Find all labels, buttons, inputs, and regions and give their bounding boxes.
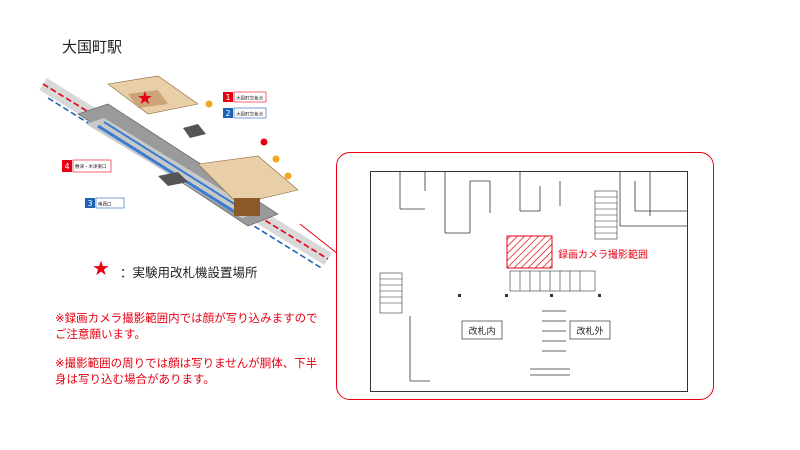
body-capture-notice: ※撮影範囲の周りでは顔は写りませんが胴体、下半 身は写り込む場合があります。 [55, 355, 340, 387]
svg-text:大国町交差点: 大国町交差点 [236, 111, 263, 118]
svg-text:3: 3 [87, 199, 92, 208]
notice-line: 身は写り込む場合があります。 [55, 372, 215, 386]
svg-text:1: 1 [225, 93, 230, 102]
gate-location-star-icon: ★ [137, 88, 153, 109]
gate-floor-plan: 録画カメラ撮影範囲 改札内 改札外 [370, 171, 688, 392]
legend-text: ：実験用改札機設置場所 [120, 265, 258, 280]
svg-text:4: 4 [64, 162, 69, 171]
exit-1-badge: 1 大国町交差点 [223, 91, 267, 103]
notice-line: ※撮影範囲の周りでは顔は写りませんが胴体、下半 [55, 356, 318, 370]
camera-range-area [506, 235, 553, 269]
exit-2-badge: 2 大国町交差点 [223, 107, 267, 119]
exit-3-badge: 3 南西口 [85, 197, 125, 209]
inside-gate-label: 改札内 [468, 325, 495, 337]
camera-notice: ※録画カメラ撮影範囲内では顔が写り込みますので ご注意願います。 [55, 310, 335, 342]
svg-text:大国町交差点: 大国町交差点 [236, 95, 263, 102]
svg-text:2: 2 [225, 109, 230, 118]
station-overview-map: 1 大国町交差点 2 大国町交差点 4 敷津・木津東口 3 南西口 ★ [39, 75, 338, 270]
exit-4-badge: 4 敷津・木津東口 [62, 159, 112, 173]
notice-line: ※録画カメラ撮影範囲内では顔が写り込みますので [55, 311, 318, 325]
outside-gate-label: 改札外 [576, 325, 603, 337]
page-title: 大国町駅 [62, 38, 123, 56]
legend-star-icon: ★ [92, 256, 110, 280]
camera-range-label: 録画カメラ撮影範囲 [558, 248, 648, 261]
notice-line: ご注意願います。 [55, 327, 146, 341]
svg-text:南西口: 南西口 [98, 201, 112, 208]
svg-text:敷津・木津東口: 敷津・木津東口 [75, 163, 107, 170]
